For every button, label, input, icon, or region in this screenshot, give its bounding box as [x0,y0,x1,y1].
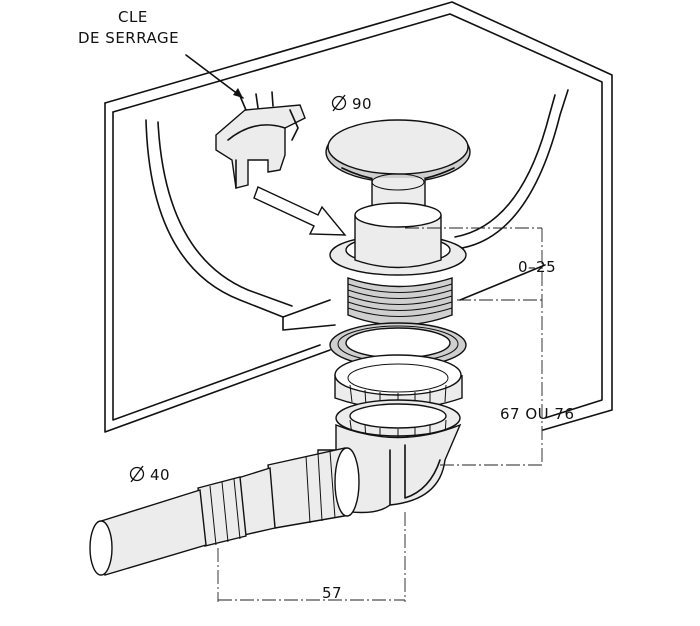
outlet-pipe [89,447,360,576]
drain-cap [325,119,471,183]
drain-body [329,202,467,326]
insertion-arrow [253,186,347,236]
diameter-symbol-icon [129,465,145,483]
key-leader-line [185,54,244,99]
key-label-line2: DE SERRAGE [78,29,179,47]
cap-diameter-label: 90 [352,95,372,113]
shower-tray [104,1,613,433]
pipe-diameter-label: 40 [150,466,170,484]
clamping-key [215,91,306,189]
dimension-lines [217,227,543,602]
clamping-nut [334,354,463,412]
key-label-line1: CLE [118,8,148,26]
adjust-range-label: 0–25 [518,258,556,276]
key-leader-arrowhead [233,88,243,98]
height-label: 67 OU 76 [500,405,575,423]
diameter-symbol-icon [331,94,347,112]
gasket-ring [329,322,467,368]
offset-label: 57 [322,584,342,602]
